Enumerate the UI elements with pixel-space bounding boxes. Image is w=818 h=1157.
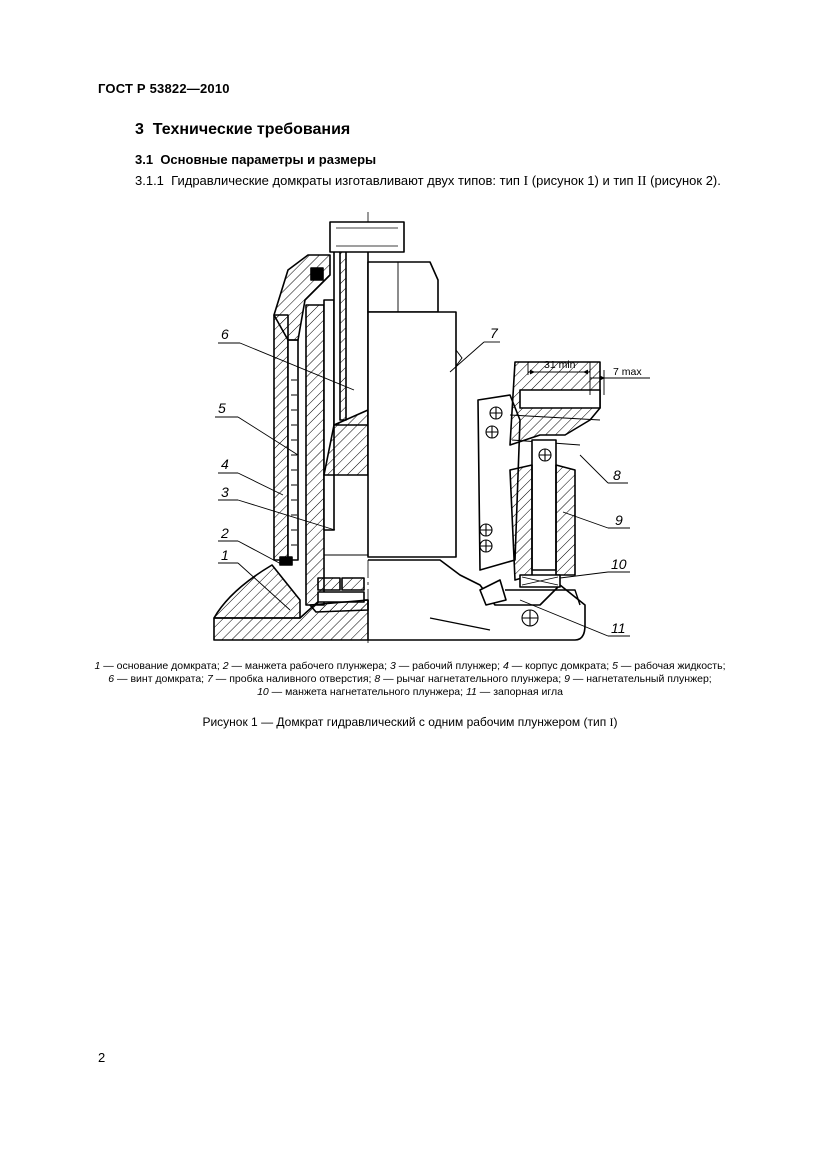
check-needle <box>479 579 507 606</box>
caption-close: ) <box>613 715 618 729</box>
callout-10: 10 <box>611 556 627 572</box>
legend-line-1: 1 — основание домкрата; 2 — манжета рабо… <box>60 660 760 673</box>
subsection-number: 3.1 <box>135 152 154 167</box>
paragraph-number: 3.1.1 <box>135 173 164 188</box>
legend-num: 1 <box>94 660 101 672</box>
section-title: Технические требования <box>152 121 351 138</box>
legend-num: 3 <box>389 660 396 672</box>
dim-31-min: 31 min <box>544 359 576 371</box>
legend-text: — рабочий плунжер; <box>395 660 503 672</box>
legend-num: 2 <box>222 660 229 672</box>
caption-text: Рисунок 1 — Домкрат гидравлический с одн… <box>202 715 610 729</box>
legend-num: 5 <box>612 660 618 672</box>
callout-3: 3 <box>221 484 229 500</box>
callout-4: 4 <box>221 456 229 472</box>
legend-num: 4 <box>502 660 509 672</box>
legend-text: — манжета рабочего плунжера; <box>228 660 390 672</box>
legend-num: 11 <box>465 686 477 698</box>
legend-text: — нагнетательный плунжер; <box>569 673 712 685</box>
legend-text: — корпус домкрата; <box>508 660 613 672</box>
legend-text: — запорная игла <box>476 686 563 698</box>
page-number: 2 <box>98 1050 106 1065</box>
legend-text: — рычаг нагнетательного плунжера; <box>380 673 565 685</box>
housing-seal-2 <box>279 556 293 566</box>
legend-num: 9 <box>564 673 570 685</box>
jack-drawing: 6 5 4 3 2 1 7 8 9 10 11 31 min 7 max <box>213 212 650 645</box>
legend-num: 7 <box>207 673 213 685</box>
paragraph-3-1-1: 3.1.1 Гидравлические домкраты изготавлив… <box>135 173 721 190</box>
pivot-pins <box>479 406 552 627</box>
base-right <box>368 559 586 641</box>
callout-11: 11 <box>611 620 626 636</box>
legend-line-3: 10 — манжета нагнетательного плунжера; 1… <box>60 686 760 699</box>
callout-2: 2 <box>220 525 229 541</box>
subsection-title: Основные параметры и размеры <box>160 152 377 167</box>
housing-outer <box>273 314 289 561</box>
standard-header: ГОСТ Р 53822—2010 <box>98 81 230 96</box>
dimension-lines <box>527 362 650 395</box>
paragraph-text-before: Гидравлические домкраты изготавливают дв… <box>171 173 524 188</box>
callout-7: 7 <box>490 325 499 341</box>
dim-7-max: 7 max <box>613 366 642 378</box>
callout-9: 9 <box>615 512 623 528</box>
drawing-geometry <box>213 212 601 645</box>
callout-8: 8 <box>613 467 621 483</box>
paragraph-text-after: (рисунок 2). <box>646 173 721 188</box>
subsection-heading: 3.1 Основные параметры и размеры <box>135 152 376 167</box>
legend-text: — винт домкрата; <box>114 673 208 685</box>
legend-line-2: 6 — винт домкрата; 7 — пробка наливного … <box>60 673 760 686</box>
jack-screw <box>333 249 369 426</box>
legend-text: — основание домкрата; <box>100 660 223 672</box>
section-heading: 3 Технические требования <box>135 121 350 139</box>
fluid-marks <box>291 379 297 546</box>
legend-num: 8 <box>374 673 381 685</box>
caption-type: I <box>609 715 614 729</box>
legend-text: — рабочая жидкость; <box>617 660 726 672</box>
legend-text: — манжета нагнетательного плунжера; <box>268 686 466 698</box>
screw-head <box>329 221 405 253</box>
legend-num: 10 <box>257 686 269 698</box>
plunger-seal <box>309 577 369 613</box>
inner-cylinder <box>305 304 325 606</box>
section-number: 3 <box>135 121 144 138</box>
type-ii-label: II <box>637 174 647 189</box>
base-foot <box>213 564 301 619</box>
callout-6: 6 <box>221 326 229 342</box>
plunger-nut <box>367 261 439 313</box>
callout-5: 5 <box>218 400 226 416</box>
leader-lines <box>215 341 630 637</box>
legend-text: — пробка наливного отверстия; <box>212 673 375 685</box>
working-plunger <box>367 311 457 558</box>
legend-num: 6 <box>108 673 115 685</box>
callout-1: 1 <box>221 547 229 563</box>
type-i-label: I <box>523 174 529 189</box>
figure-caption: Рисунок 1 — Домкрат гидравлический с одн… <box>60 715 760 730</box>
paragraph-text-middle: (рисунок 1) и тип <box>528 173 638 188</box>
